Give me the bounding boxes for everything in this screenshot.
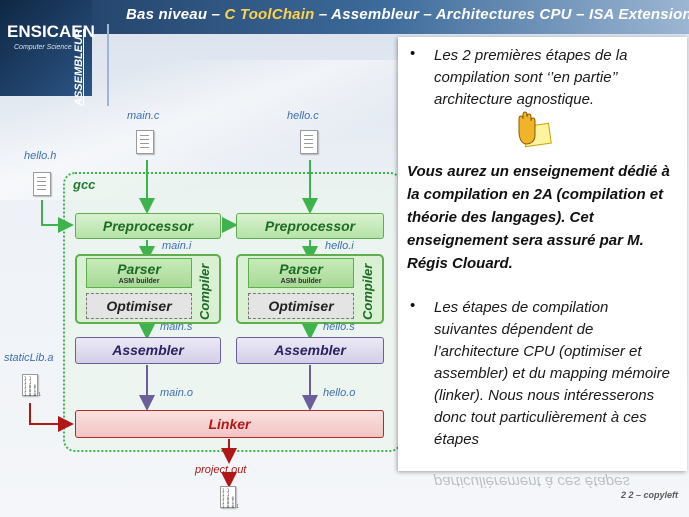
project-out-label: project.out	[195, 464, 247, 476]
page-number: 2 2 – copyleft	[621, 490, 679, 500]
preprocessor-box-hello: Preprocessor	[236, 213, 384, 239]
project-out-file-icon: 1 1 1 1 1 0 0 1 0 1 1 0 0 1	[220, 486, 239, 509]
gcc-label: gcc	[73, 177, 96, 192]
logo-subtitle: Computer Science	[14, 44, 72, 51]
ensicaen-logo: ENSICAEN	[7, 22, 95, 41]
parser-label-hello: Parser	[279, 261, 323, 277]
hello-o-label: hello.o	[323, 387, 356, 399]
hello-s-label: hello.s	[323, 321, 355, 333]
assembler-box-main: Assembler	[75, 337, 221, 364]
main-i-label: main.i	[162, 240, 192, 252]
hello-h-file-icon	[33, 172, 51, 196]
logo-block: ENSICAEN Computer Science	[0, 0, 95, 96]
hello-c-file-icon	[300, 130, 318, 154]
assembler-box-hello: Assembler	[236, 337, 384, 364]
arrow-static-lib	[29, 403, 74, 432]
static-lib-label: staticLib.a	[4, 352, 54, 364]
main-c-file-icon	[136, 130, 154, 154]
main-c-label: main.c	[127, 110, 160, 122]
asm-builder-label-hello: ASM builder	[280, 278, 322, 285]
section-divider	[107, 24, 109, 106]
compiler-label-hello: Compiler	[360, 263, 375, 320]
hello-i-label: hello.i	[325, 240, 354, 252]
main-s-label: main.s	[160, 321, 193, 333]
preprocessor-box-main: Preprocessor	[75, 213, 221, 239]
static-lib-file-icon: 1 1 1 1 1 0 0 1 0 1 1 0 0 1	[22, 374, 41, 397]
optimiser-box-main: Optimiser	[86, 293, 192, 319]
hello-c-label: hello.c	[287, 110, 319, 122]
bullet-2-marker: •	[410, 297, 416, 314]
parser-label-main: Parser	[117, 261, 161, 277]
text-panel: • Les 2 premières étapes de la compilati…	[398, 37, 687, 471]
asm-builder-label-main: ASM builder	[118, 278, 160, 285]
hand-stop-note-icon	[518, 111, 552, 148]
bullet-1-marker: •	[410, 45, 416, 62]
main-o-label: main.o	[160, 387, 194, 399]
compiler-label-main: Compiler	[197, 263, 212, 320]
title-highlight: C ToolChain	[224, 6, 315, 23]
hello-h-label: hello.h	[24, 150, 57, 162]
bullet-1-text: Les 2 premières étapes de la compilation…	[434, 47, 628, 108]
title-suffix: – Assembleur – Architectures CPU – ISA E…	[314, 6, 689, 23]
bullet-2-text: Les étapes de compilation suivantes dépe…	[434, 299, 670, 448]
arrow-hello-h	[41, 200, 74, 233]
header-band	[0, 0, 689, 34]
slide-title: Bas niveau – C ToolChain – Assembleur – …	[126, 6, 689, 23]
course-note: Vous aurez un enseignement dédié à la co…	[407, 163, 670, 272]
title-prefix: Bas niveau –	[126, 6, 225, 23]
linker-box: Linker	[75, 410, 384, 438]
optimiser-box-hello: Optimiser	[248, 293, 354, 319]
